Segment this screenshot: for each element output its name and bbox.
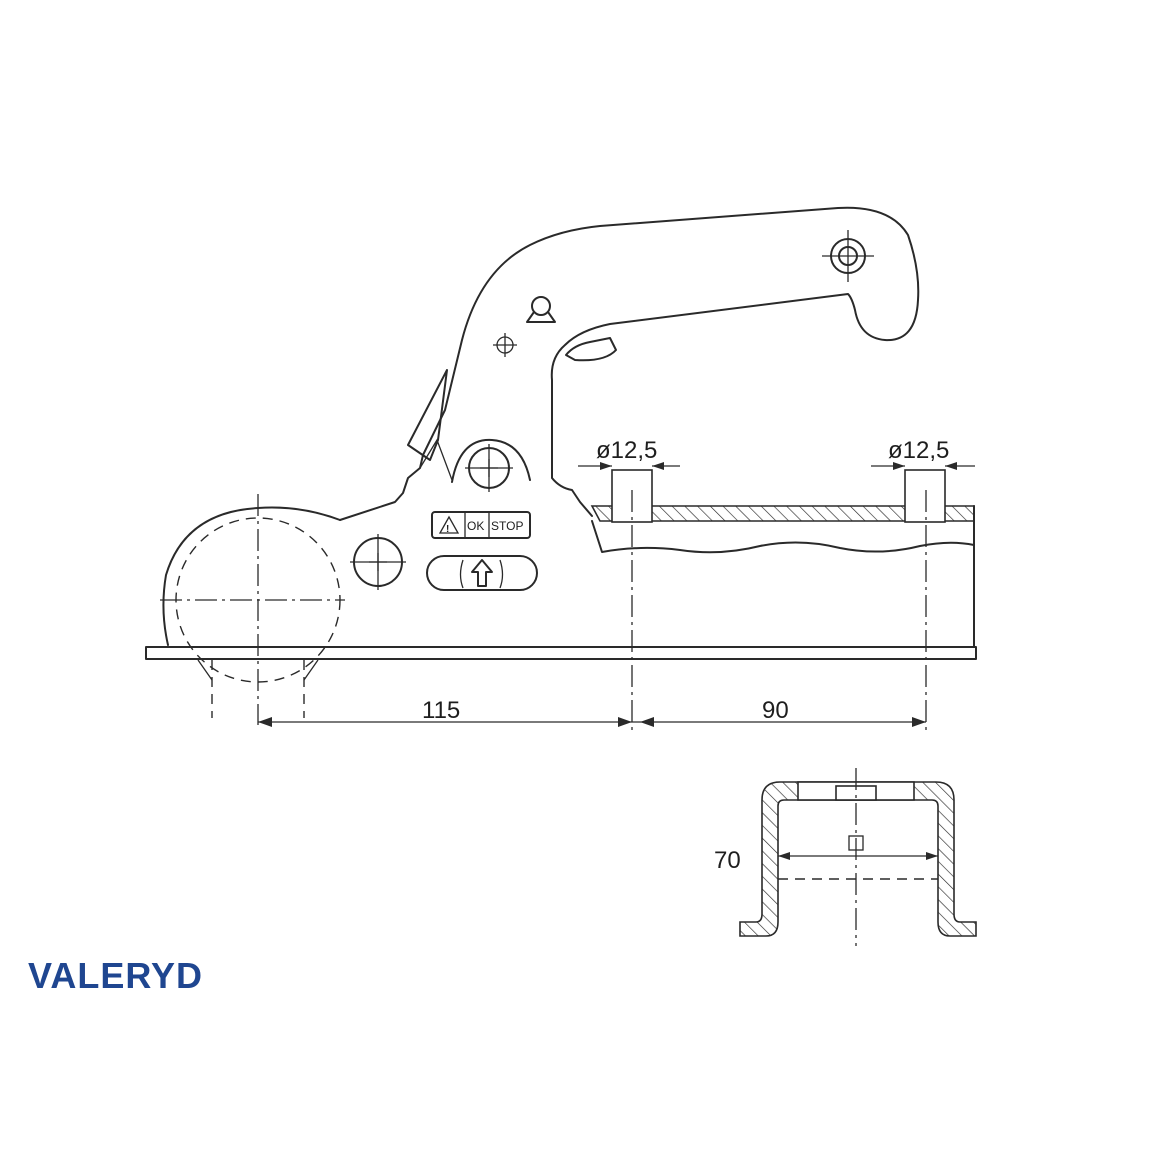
hinge-knuckle [451, 438, 531, 483]
warning-triangle-icon: ! [438, 515, 460, 535]
ball-neck-hidden [211, 660, 305, 718]
coupling-body-outline [339, 206, 920, 521]
ok-label: OK [467, 519, 484, 533]
bottom-flange [145, 646, 977, 660]
dim-label-70: 70 [714, 847, 741, 874]
stop-label: STOP [491, 519, 523, 533]
handle-hole [822, 230, 874, 282]
ball-socket [160, 494, 345, 725]
release-tab [565, 337, 617, 362]
profile-hatched-section [739, 781, 977, 937]
coupling-head: ! OK STOP [339, 206, 920, 591]
dim-label-hole-right: ø12,5 [888, 437, 949, 464]
dim-label-hole-left: ø12,5 [596, 437, 657, 464]
dim-hole-right: ø12,5 [871, 437, 975, 470]
ball-housing-outline [162, 506, 341, 646]
dim-length-115: 115 [258, 697, 632, 727]
dim-label-115: 115 [422, 697, 460, 724]
profile-nut [848, 835, 864, 851]
drawbar [145, 469, 977, 730]
dim-label-90: 90 [762, 697, 789, 724]
hinge-pin [465, 444, 513, 492]
right-bolt-hole [904, 469, 946, 523]
keyhole-icon [526, 296, 556, 323]
arrow-up-icon [471, 559, 493, 587]
indicator-slot [426, 555, 538, 591]
svg-text:!: ! [446, 524, 449, 535]
dim-hole-left: ø12,5 [578, 437, 680, 470]
dim-length-90: 90 [632, 697, 926, 727]
valeryd-logo: VALERYD [28, 955, 204, 996]
lever-tab [407, 369, 448, 461]
lever-pivot-mark [493, 333, 517, 357]
drawbar-cross-section: 70 [714, 768, 977, 946]
ok-stop-indicator: ! OK STOP [431, 511, 531, 539]
drawbar-break-line [591, 520, 975, 554]
body-bolt-hole [350, 534, 406, 590]
